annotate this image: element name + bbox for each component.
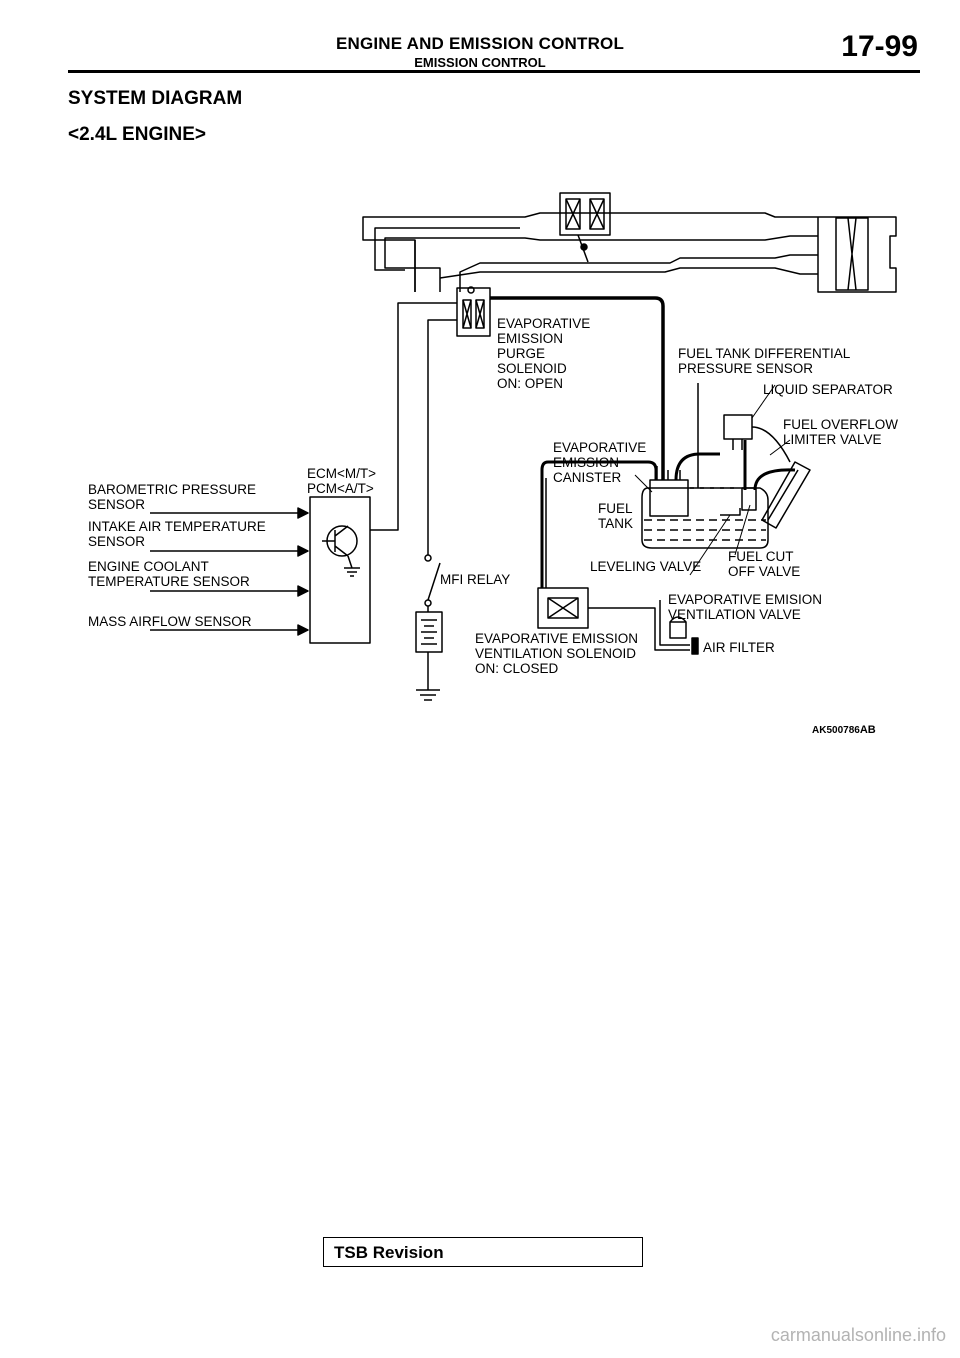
section-subtitle: <2.4L ENGINE>: [68, 124, 206, 145]
label-ecm-pcm: ECM<M/T> PCM<A/T>: [307, 466, 380, 496]
tsb-revision-box: TSB Revision: [323, 1237, 643, 1267]
air-intake-duct: [362, 192, 897, 293]
label-engine-coolant-temperature-sensor: ENGINE COOLANT TEMPERATURE SENSOR: [88, 559, 250, 589]
page-header-subtitle: EMISSION CONTROL: [414, 55, 546, 70]
label-mass-airflow-sensor: MASS AIRFLOW SENSOR: [88, 614, 252, 629]
diagram-reference-code: AK500786AB: [812, 724, 876, 736]
label-fuel-cut-off-valve: FUEL CUT OFF VALVE: [728, 549, 800, 579]
label-intake-air-temperature-sensor: INTAKE AIR TEMPERATURE SENSOR: [88, 519, 270, 549]
label-fuel-tank-differential-pressure-sensor: FUEL TANK DIFFERENTIAL PRESSURE SENSOR: [678, 346, 854, 376]
label-leveling-valve: LEVELING VALVE: [590, 559, 701, 574]
label-liquid-separator: LIQUID SEPARATOR: [763, 382, 893, 397]
page-number: 17-99: [841, 30, 918, 63]
tsb-revision-label: TSB Revision: [334, 1243, 444, 1262]
label-canister: EVAPORATIVE EMISSION CANISTER: [553, 440, 650, 485]
label-fuel-overflow-limiter-valve: FUEL OVERFLOW LIMITER VALVE: [783, 417, 902, 447]
ventilation-valve: [600, 600, 690, 651]
fuel-tank: [641, 487, 769, 549]
fuel-overflow-limiter-valve: [761, 461, 811, 529]
watermark: carmanualsonline.info: [770, 1325, 946, 1345]
header-rule: [68, 70, 920, 73]
section-title: SYSTEM DIAGRAM: [68, 88, 243, 109]
label-air-filter: AIR FILTER: [703, 640, 775, 655]
label-mfi-relay: MFI RELAY: [440, 572, 510, 587]
page-header-title: ENGINE AND EMISSION CONTROL: [335, 34, 625, 53]
ecm-pcm-unit: [309, 496, 371, 644]
label-purge-solenoid: EVAPORATIVE EMISSION PURGE SOLENOID ON: …: [497, 316, 594, 391]
system-diagram: EVAPORATIVE EMISSION PURGE SOLENOID ON: …: [88, 192, 902, 736]
purge-solenoid: [456, 286, 491, 337]
battery: [415, 611, 443, 701]
label-ventilation-solenoid: EVAPORATIVE EMISSION VENTILATION SOLENOI…: [475, 631, 642, 676]
label-fuel-tank: FUEL TANK: [598, 501, 636, 531]
label-ventilation-valve: EVAPORATIVE EMISION VENTILATION VALVE: [668, 592, 826, 622]
liquid-separator: [723, 414, 791, 463]
label-barometric-pressure-sensor: BAROMETRIC PRESSURE SENSOR: [88, 482, 260, 512]
air-filter: [691, 637, 699, 655]
ventilation-solenoid: [537, 587, 600, 629]
